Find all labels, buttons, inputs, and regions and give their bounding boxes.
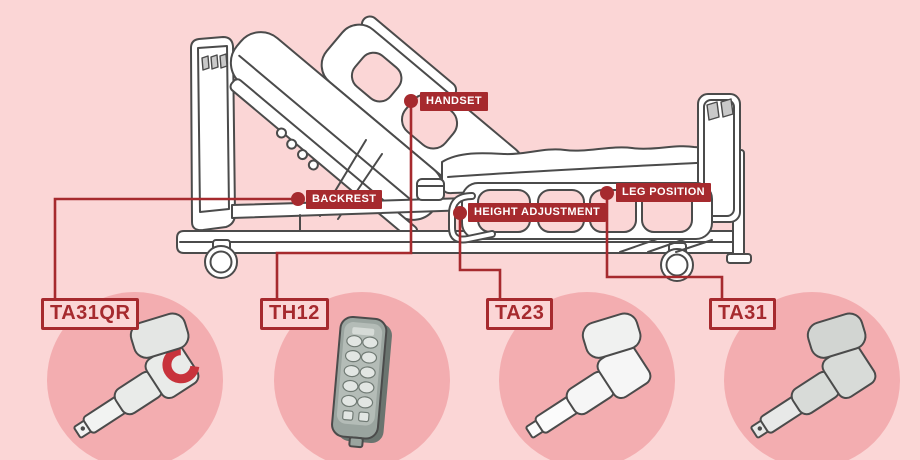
callout-label-leg-position: LEG POSITION [616,183,712,202]
bed-backrest-raised [229,15,525,240]
product-label-ta23: TA23 [486,298,554,330]
callout-label-height-adjustment: HEIGHT ADJUSTMENT [468,203,607,222]
callout-dot-backrest [291,192,305,206]
callout-label-backrest: BACKREST [306,190,383,209]
connector-leg-ta31 [605,193,724,300]
linear-actuator-quick-release-icon [73,312,200,439]
callout-label-handset: HANDSET [420,92,488,111]
bed-caster-left [204,239,238,279]
product-circle-th12 [274,292,450,460]
bed-control-box [416,178,445,201]
linear-actuator-white-icon [525,312,652,439]
bed-headboard [190,36,236,232]
linear-actuator-gray-icon [750,312,877,439]
bed-caster-right [660,242,694,282]
connector-backrest-ta31qr [53,197,298,300]
bed-leg-frame [619,237,713,253]
bed-footboard [697,93,752,264]
product-label-ta31qr: TA31QR [41,298,140,330]
callout-dot-leg-position [600,186,614,200]
bed-backrest-strut [337,153,383,220]
handset-remote-icon [331,315,392,449]
product-label-ta31: TA31 [709,298,777,330]
callout-dot-handset [404,94,418,108]
callout-dot-height-adjustment [453,206,467,220]
connector-height-ta23 [458,213,502,300]
product-label-th12: TH12 [260,298,329,330]
